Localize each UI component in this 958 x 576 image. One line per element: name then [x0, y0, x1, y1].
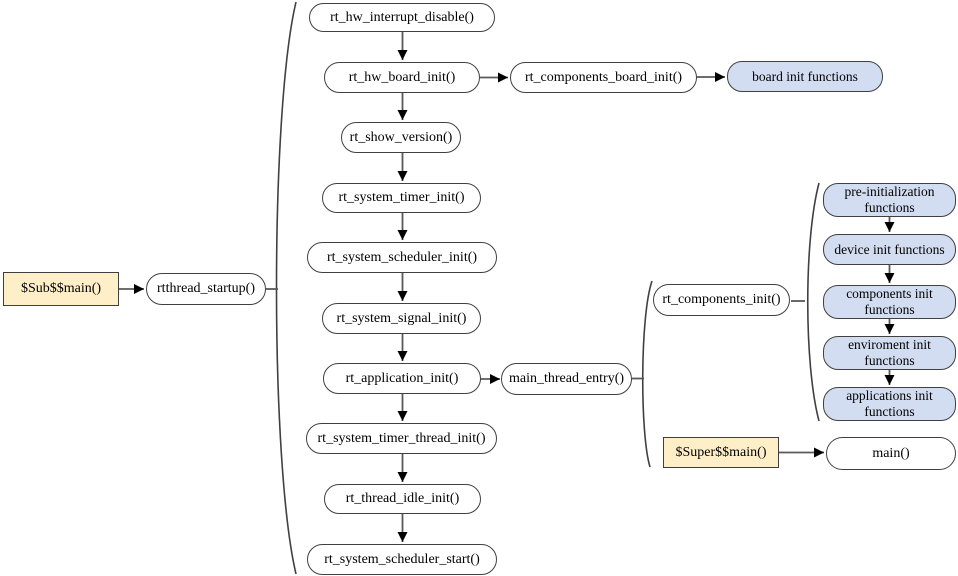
node-sub-main: $Sub$$main() [3, 272, 119, 306]
node-rt-system-timer-init: rt_system_timer_init() [322, 183, 481, 213]
node-label: rt_application_init() [345, 370, 459, 386]
node-label: rt_hw_board_init() [348, 69, 456, 85]
node-rt-hw-board-init: rt_hw_board_init() [324, 62, 480, 93]
node-label: rt_thread_idle_init() [345, 491, 460, 506]
node-components-init-functions: components init functions [823, 285, 956, 319]
node-applications-init-functions: applications init functions [823, 387, 956, 421]
node-label: rt_components_board_init() [524, 69, 683, 85]
node-super-main: $Super$$main() [663, 437, 779, 468]
node-main-thread-entry: main_thread_entry() [501, 363, 632, 395]
node-rt-system-scheduler-start: rt_system_scheduler_start() [307, 544, 497, 575]
node-enviroment-init-functions: enviroment init functions [823, 336, 956, 370]
node-rt-components-board-init: rt_components_board_init() [510, 62, 697, 93]
node-device-init-functions: device init functions [823, 234, 956, 265]
node-rtthread-startup-label: rtthread_startup() [157, 281, 255, 296]
node-label: board init functions [752, 68, 858, 84]
node-label: main() [872, 445, 910, 461]
node-label: enviroment init functions [848, 337, 931, 368]
node-label: components init functions [846, 286, 933, 317]
node-rt-system-timer-thread-init: rt_system_timer_thread_init() [306, 423, 497, 454]
node-label: $Super$$main() [675, 444, 767, 460]
node-label: applications init functions [846, 388, 933, 419]
node-label: rt_components_init() [662, 292, 781, 307]
node-label: rt_hw_interrupt_disable() [330, 9, 474, 25]
components-init-brace [806, 182, 820, 422]
node-rtthread-startup: rtthread_startup() [146, 273, 266, 305]
node-label: rt_system_timer_thread_init() [317, 430, 486, 446]
node-label: rt_show_version() [349, 129, 453, 145]
startup-sequence-brace [275, 1, 297, 575]
node-label: rt_system_scheduler_init() [326, 249, 478, 265]
node-pre-initialization-functions: pre-initialization functions [823, 183, 956, 217]
node-label: pre-initialization functions [844, 184, 935, 215]
node-rt-application-init: rt_application_init() [323, 363, 481, 394]
node-label: main_thread_entry() [508, 371, 625, 386]
node-label: device init functions [834, 241, 945, 257]
node-rt-show-version: rt_show_version() [341, 122, 461, 153]
node-board-init-functions: board init functions [727, 61, 883, 92]
node-rt-components-init: rt_components_init() [653, 284, 790, 316]
main-thread-brace [641, 280, 653, 468]
node-label: rt_system_signal_init() [336, 310, 467, 326]
node-label: rt_system_timer_init() [338, 190, 465, 205]
node-rt-thread-idle-init: rt_thread_idle_init() [324, 484, 481, 514]
node-rt-hw-interrupt-disable: rt_hw_interrupt_disable() [309, 3, 495, 32]
node-main: main() [826, 437, 956, 470]
node-rt-system-scheduler-init: rt_system_scheduler_init() [307, 242, 497, 273]
node-rt-system-signal-init: rt_system_signal_init() [322, 303, 481, 334]
node-label: rt_system_scheduler_start() [324, 551, 480, 567]
node-sub-main-label: $Sub$$main() [20, 281, 102, 296]
